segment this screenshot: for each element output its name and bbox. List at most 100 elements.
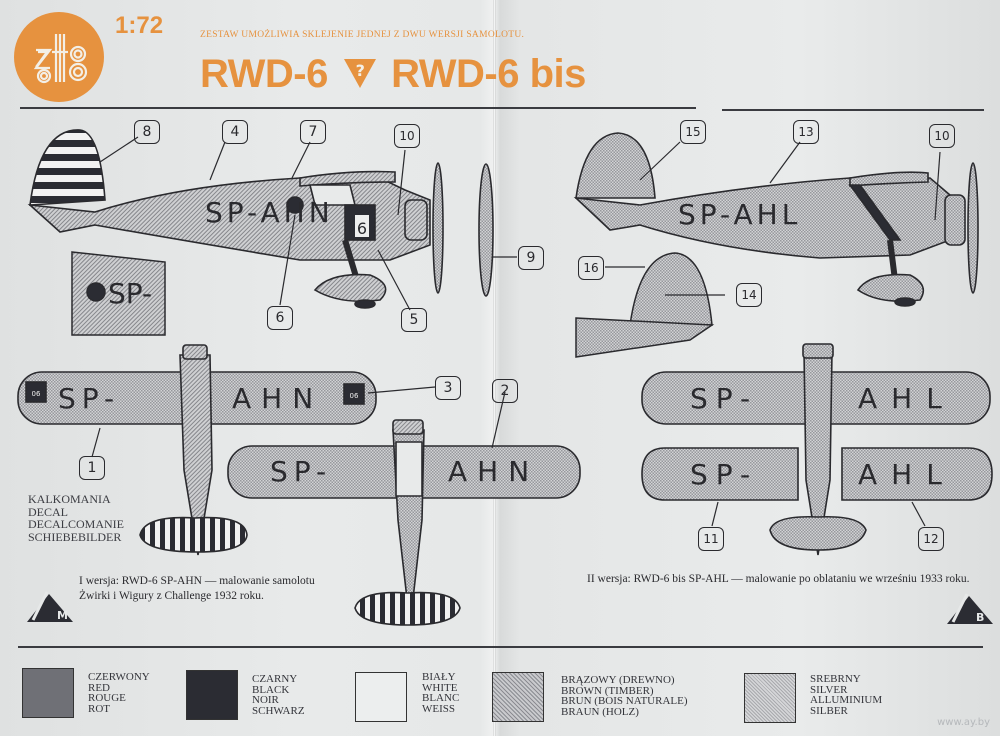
v2-bottom-view: SP- AHL <box>641 447 993 551</box>
callout-16: 16 <box>578 256 604 280</box>
callout-11: 11 <box>698 527 724 551</box>
zts-logo <box>14 12 104 102</box>
decal-label-de: SCHIEBEBILDER <box>28 529 122 544</box>
swatch-white <box>355 672 407 722</box>
legend-black: CZARNY BLACK NOIR SCHWARZ <box>252 674 305 716</box>
header-rule-right <box>722 109 984 111</box>
v1-propeller-side <box>432 162 444 294</box>
v2-side-registration: SP-AHL <box>678 198 801 231</box>
legend-white-pl: BIAŁY <box>422 671 456 683</box>
v2-rudder <box>575 132 656 199</box>
v1-top-reg-right: AHN <box>232 382 323 415</box>
v1-race-number: 6 <box>357 219 367 238</box>
version1-caption-line1: I wersja: RWD-6 SP-AHN — malowanie samol… <box>79 575 315 587</box>
v1-rudder-striped <box>29 129 106 206</box>
callout-3: 3 <box>435 376 461 400</box>
legend-silver-de: SILBER <box>810 704 848 717</box>
callout-leaders <box>91 136 941 527</box>
v2-tailplane <box>769 515 867 551</box>
legend-red: CZERWONY RED ROUGE ROT <box>88 672 150 714</box>
v1-side-registration: SP-AHN <box>205 196 334 229</box>
legend-brown-pl: BRĄZOWY (DREWNO) <box>561 674 675 686</box>
v2-lower-wing-right <box>841 447 993 501</box>
version1-badge: M <box>25 588 75 629</box>
v1-bottom-tailplane <box>354 591 461 626</box>
legend-brown-de: BRAUN (HOLZ) <box>561 705 639 718</box>
version2-caption: II wersja: RWD-6 bis SP-AHL — malowanie … <box>587 573 970 585</box>
callout-7: 7 <box>300 120 326 144</box>
legend-white: BIAŁY WHITE BLANC WEISS <box>422 672 459 714</box>
version1-caption: I wersja: RWD-6 SP-AHN — malowanie samol… <box>79 574 315 604</box>
callout-1: 1 <box>79 456 105 480</box>
v1-fuselage-emblem <box>286 196 304 214</box>
choice-symbol: ? <box>355 61 364 80</box>
callout-10-v2: 10 <box>929 124 955 148</box>
callout-12: 12 <box>918 527 944 551</box>
legend-white-en: WHITE <box>422 681 458 694</box>
callout-14: 14 <box>736 283 762 307</box>
page-title: RWD-6 ? RWD-6 bis <box>200 52 586 99</box>
decal-label: KALKOMANIA DECAL DECALCOMANIE SCHIEBEBIL… <box>28 493 124 543</box>
v2-top-view: SP- AHL <box>641 343 991 556</box>
v1-side-view: 6 SP-AHN <box>27 129 444 309</box>
v2-top-reg-right: AHL <box>858 382 956 415</box>
paper-fold <box>493 0 496 736</box>
v1-bottom-reg-right: AHN <box>448 455 539 488</box>
callout-15: 15 <box>680 120 706 144</box>
v1-inset-registration: SP- <box>108 277 152 310</box>
version2-badge: B <box>945 590 995 631</box>
callout-13: 13 <box>793 120 819 144</box>
v2-side-view: SP-AHL <box>573 132 979 307</box>
legend-black-fr: NOIR <box>252 694 279 706</box>
legend-silver-en: SILVER <box>810 683 848 696</box>
title-rwd6: RWD-6 <box>200 52 328 96</box>
callout-10-v1: 10 <box>394 124 420 148</box>
propeller-front-view <box>478 163 494 297</box>
v1-bottom-view: SP- AHN <box>227 419 581 626</box>
legend-red-en: RED <box>88 681 110 694</box>
v1-wing-number-right: 06 <box>350 392 359 400</box>
v2-propeller <box>967 162 979 294</box>
v1-striped-tailplane <box>139 516 248 553</box>
legend-brown-fr: BRUN (BOIS NATURALE) <box>561 695 688 707</box>
v1-wing-number-left: 06 <box>32 390 41 398</box>
v2-top-reg-left: SP- <box>690 382 758 415</box>
v2-tail-inset <box>575 252 715 358</box>
callout-2: 2 <box>492 379 518 403</box>
callout-9: 9 <box>518 246 544 270</box>
choice-triangle-icon: ? <box>343 54 377 99</box>
v2-bottom-reg-right: AHL <box>858 458 956 491</box>
decal-label-en: DECAL <box>28 504 68 519</box>
legend-silver: SREBRNY SILVER ALLUMINIUM SILBER <box>810 674 882 716</box>
callout-6: 6 <box>267 306 293 330</box>
v1-top-reg-left: SP- <box>58 382 120 415</box>
v2-bottom-reg-left: SP- <box>690 458 758 491</box>
scale-label: 1:72 <box>115 12 164 39</box>
watermark: www.ay.by <box>937 717 990 728</box>
header-rule-left <box>20 107 696 109</box>
swatch-brown <box>492 672 544 722</box>
legend-brown-en: BROWN (TIMBER) <box>561 684 654 697</box>
version1-caption-line2: Żwirki i Wigury z Challenge 1932 roku. <box>79 590 264 602</box>
legend-silver-pl: SREBRNY <box>810 673 861 685</box>
title-rwd6-bis: RWD-6 bis <box>391 52 586 96</box>
legend-brown: BRĄZOWY (DREWNO) BROWN (TIMBER) BRUN (BO… <box>561 675 688 717</box>
swatch-silver <box>744 673 796 723</box>
legend-black-de: SCHWARZ <box>252 704 305 717</box>
decal-label-pl: KALKOMANIA <box>28 492 111 506</box>
legend-black-pl: CZARNY <box>252 673 298 685</box>
legend-white-de: WEISS <box>422 702 455 715</box>
v1-wing-number-box-left <box>25 381 47 403</box>
callout-4: 4 <box>222 120 248 144</box>
version2-badge-letter: B <box>976 611 984 624</box>
v2-lower-wing-left <box>641 447 799 501</box>
legend-red-de: ROT <box>88 702 110 715</box>
legend-silver-fr: ALLUMINIUM <box>810 694 883 706</box>
v1-wing-number-box-right <box>343 383 365 405</box>
callout-5: 5 <box>401 308 427 332</box>
v1-bottom-reg-left: SP- <box>270 455 332 488</box>
legend-black-en: BLACK <box>252 683 290 696</box>
kit-subtitle: ZESTAW UMOŻLIWIA SKLEJENIE JEDNEJ Z DWU … <box>200 30 525 40</box>
swatch-red <box>22 668 74 718</box>
